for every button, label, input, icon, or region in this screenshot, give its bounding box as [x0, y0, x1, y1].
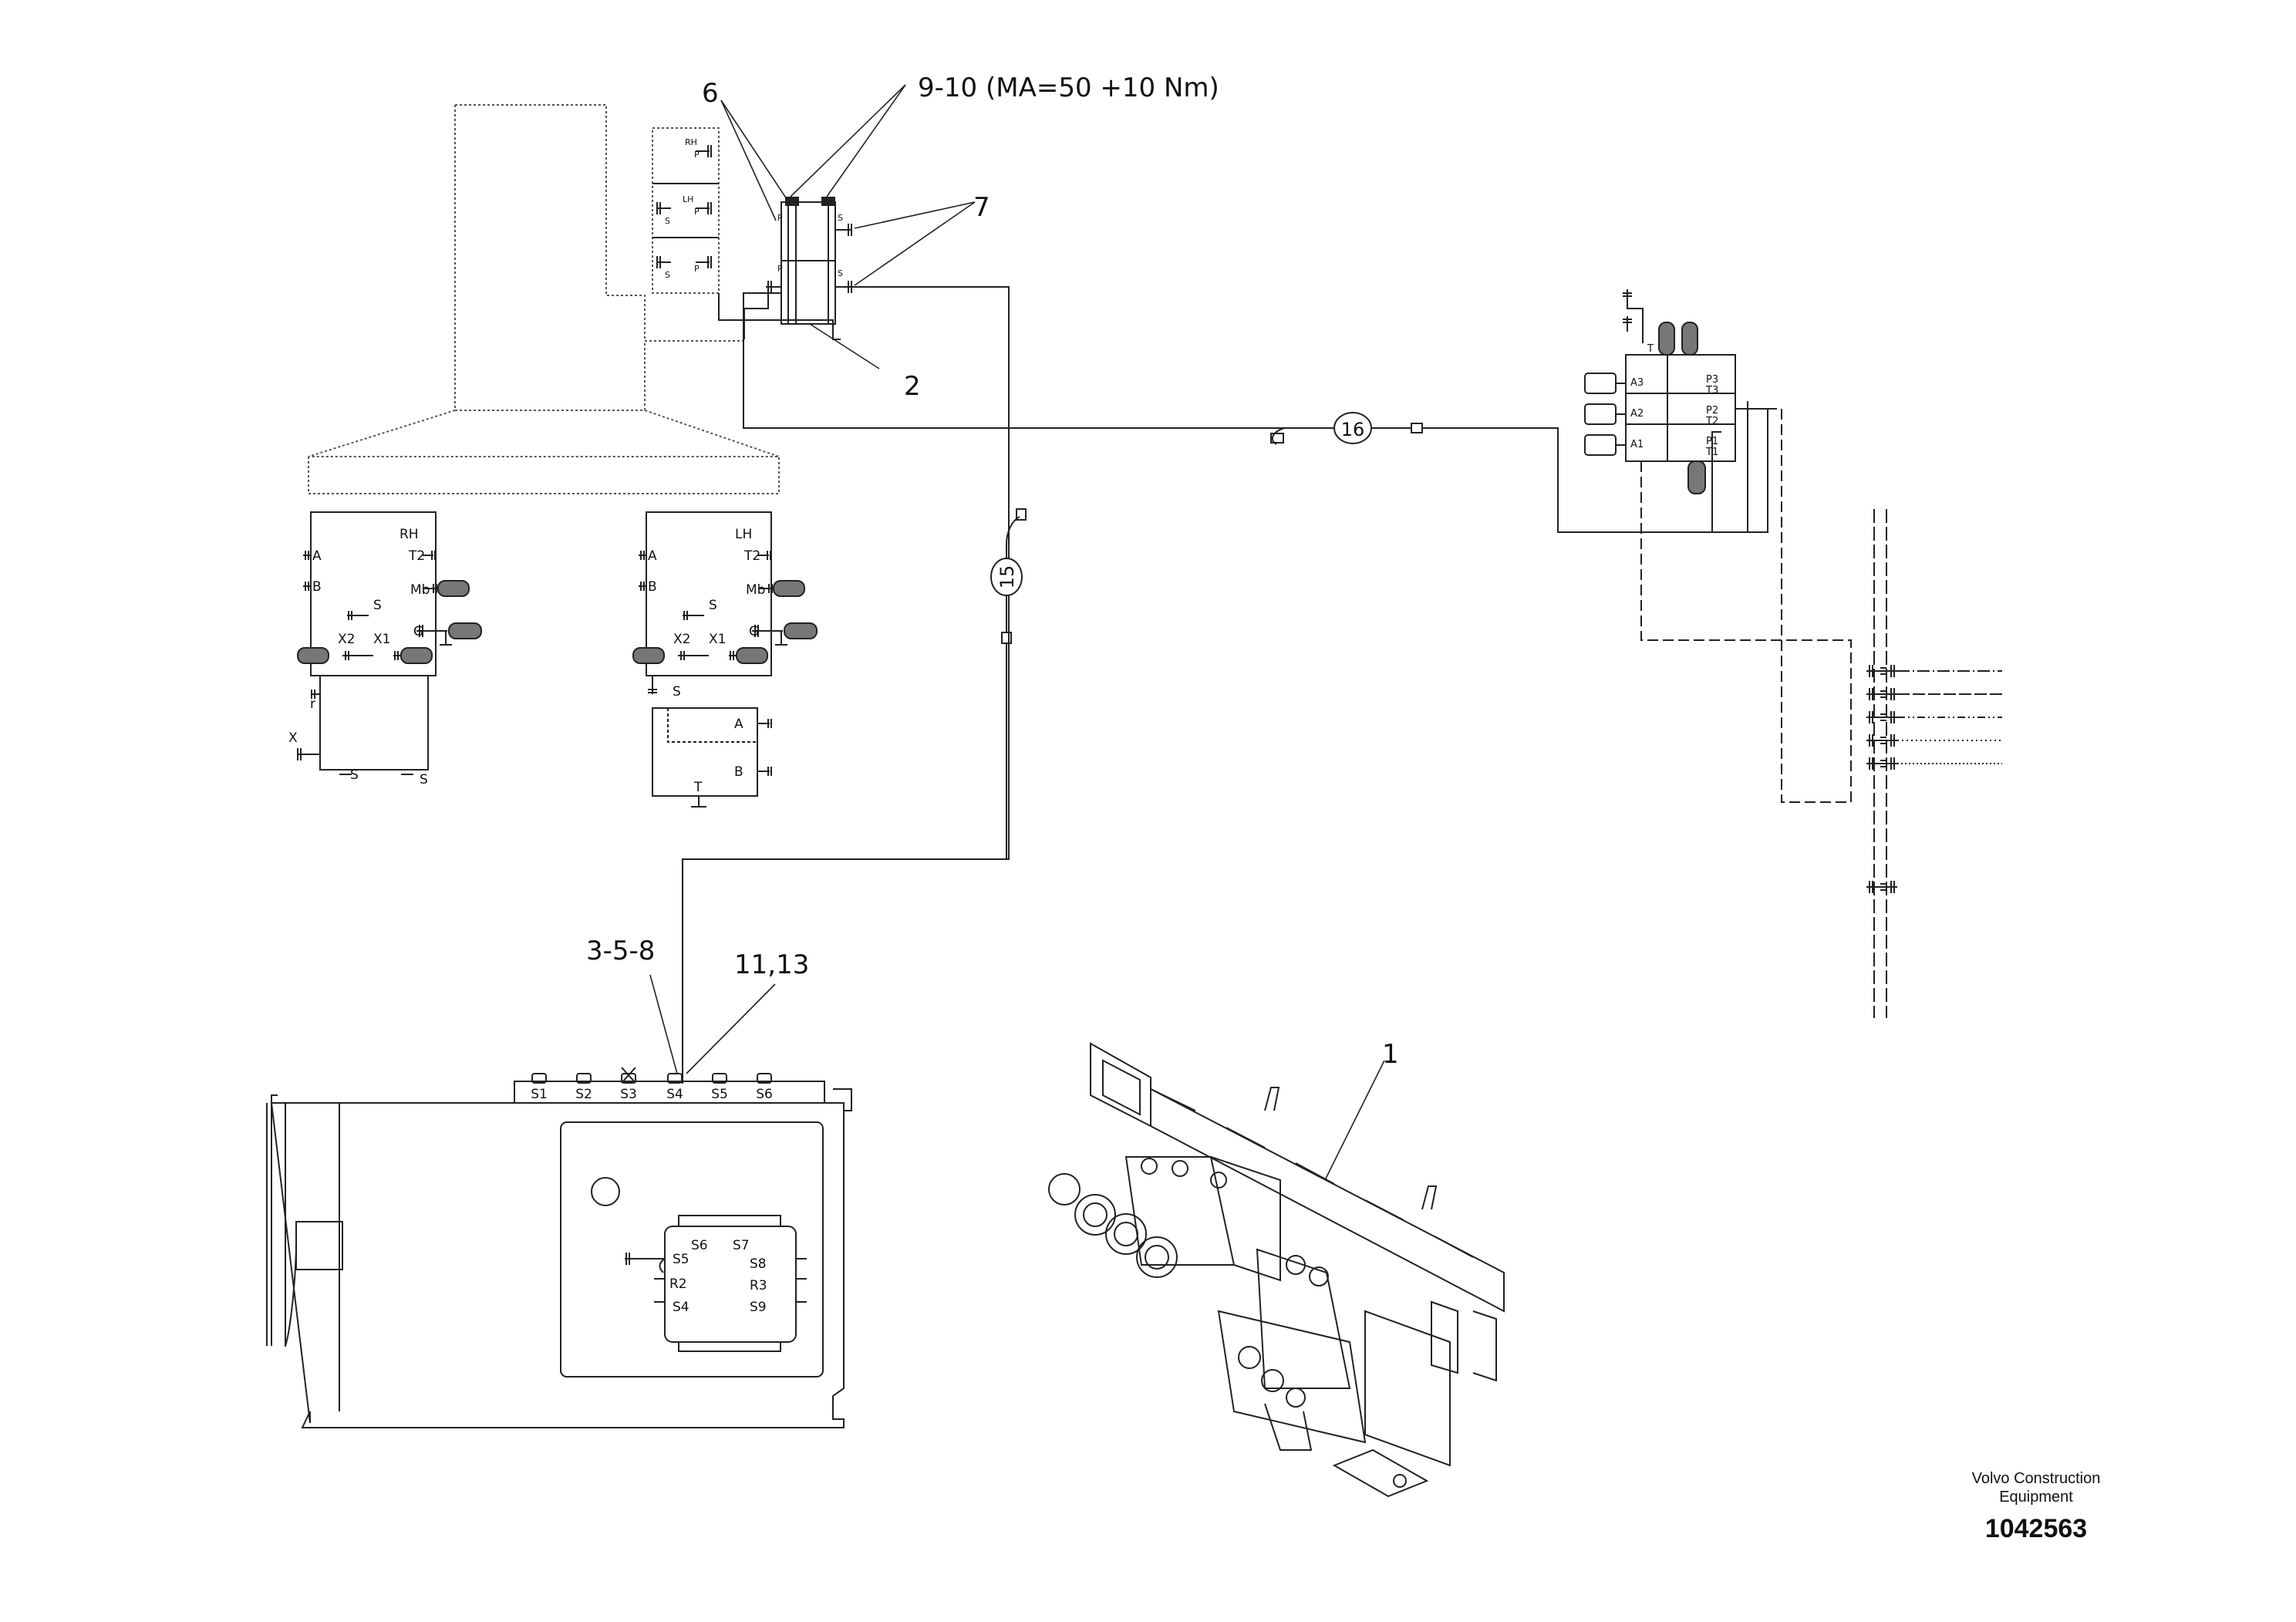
label-panel-s5: S5	[673, 1252, 689, 1267]
label-lh: LH	[735, 527, 752, 542]
label-s4: S	[838, 268, 843, 278]
label-lh-b2: B	[734, 764, 743, 780]
brand-name-line1: Volvo Construction	[1971, 1470, 2101, 1487]
label-rv-a2: A2	[1630, 408, 1644, 420]
label-lh-t2: T2	[743, 548, 760, 564]
label-s3: S	[838, 213, 843, 223]
label-rv-t2: T2	[1705, 416, 1718, 427]
label-tank-s5: S5	[711, 1087, 728, 1102]
label-lh-x2: X2	[673, 632, 690, 647]
label-rh-g: G	[413, 624, 423, 639]
rh-motor-labels: RH A B T2 Mb S G X2 X1 r X S S	[288, 527, 430, 787]
label-rv-t3: T3	[1705, 385, 1718, 396]
label-rh-a: A	[312, 548, 322, 564]
callout-2: 2	[904, 371, 921, 402]
tank-fittings	[531, 1067, 772, 1084]
label-p5: P	[777, 264, 783, 274]
hose-15	[1001, 508, 1027, 859]
label-p1: P	[694, 150, 700, 160]
label-lh-mb: Mb	[746, 582, 765, 598]
label-rv-t1: T1	[1705, 447, 1718, 458]
right-valve-labels: T A3 P3 T3 A2 P2 T2 A1 P1 T1	[1630, 343, 1718, 458]
label-lh-s: S	[709, 598, 717, 613]
label-lh-a: A	[648, 548, 657, 564]
rh-motor-unit	[297, 511, 482, 775]
label-rv-p2: P2	[1706, 405, 1718, 416]
label-rv-p1: P1	[1706, 436, 1718, 447]
document-number: 1042563	[1984, 1514, 2088, 1543]
right-side-fittings	[1866, 665, 2002, 893]
hose-16	[1270, 401, 1748, 533]
label-lh-x1: X1	[709, 632, 726, 647]
callout-16: 16	[1341, 419, 1365, 440]
hose-15-callout: 15	[990, 558, 1023, 596]
label-rv-a1: A1	[1630, 439, 1644, 450]
label-rv-a3: A3	[1630, 377, 1644, 389]
label-rh-r: r	[310, 696, 315, 712]
valve-stack-top	[652, 127, 841, 340]
label-tank-s3: S3	[620, 1087, 637, 1102]
label-rh-s: S	[373, 598, 382, 613]
label-panel-s8: S8	[750, 1256, 767, 1272]
tank-panel-labels: S5 S6 S7 S8 R2 R3 S4 S9	[669, 1238, 767, 1315]
label-rh-top: RH	[685, 137, 697, 147]
callouts: 6 9-10 (MA=50 +10 Nm) 7 2 3-5-8 11,13 1	[586, 73, 1399, 1070]
hydraulic-tank	[266, 1081, 852, 1428]
label-panel-s4: S4	[673, 1300, 689, 1315]
label-lh-t: T	[693, 780, 703, 795]
label-rh-x2: X2	[338, 632, 355, 647]
label-rh-mb: Mb	[410, 582, 430, 598]
hose-16-callout: 16	[1333, 412, 1372, 444]
label-lh-top: LH	[683, 194, 693, 204]
callout-6: 6	[702, 78, 719, 109]
label-p3: P	[694, 264, 700, 274]
label-lh-g: G	[749, 624, 759, 639]
brand-name-line2: Equipment	[1999, 1489, 2073, 1506]
label-rh-x: X	[288, 730, 298, 746]
valve-stack-labels: RH P LH P S P S P P S S	[665, 137, 843, 280]
label-rv-p3: P3	[1706, 374, 1718, 386]
label-panel-r3: R3	[750, 1278, 767, 1293]
lh-motor-labels: LH A B T2 Mb S G X2 X1 S A B T	[648, 527, 765, 795]
label-p4: P	[777, 213, 783, 223]
tank-port-labels: S1 S2 S3 S4 S5 S6	[531, 1087, 773, 1102]
label-rh-s-bottom: S	[350, 767, 359, 783]
label-s1: S	[665, 216, 670, 226]
connection-block	[682, 197, 1284, 1084]
right-valve-block	[1584, 289, 1887, 1018]
label-tank-s1: S1	[531, 1087, 548, 1102]
callout-1: 1	[1382, 1039, 1399, 1070]
label-panel-r2: R2	[669, 1276, 687, 1292]
label-panel-s9: S9	[750, 1300, 767, 1315]
label-panel-s6: S6	[691, 1238, 708, 1253]
label-rv-t: T	[1647, 343, 1654, 355]
label-tank-s6: S6	[756, 1087, 773, 1102]
label-rh-x1: X1	[373, 632, 390, 647]
brand-block: Volvo Construction Equipment 1042563	[1920, 1469, 2152, 1544]
label-rh-s-bottom2: S	[420, 772, 428, 787]
label-rh: RH	[400, 527, 419, 542]
label-p2: P	[694, 207, 700, 217]
label-lh-s2: S	[673, 684, 681, 700]
label-lh-a2: A	[734, 717, 743, 732]
valve-assembly-illustration	[1048, 1042, 1505, 1498]
label-panel-s7: S7	[733, 1238, 750, 1253]
callout-leaders	[649, 84, 1385, 1181]
lh-motor-unit	[632, 511, 818, 808]
label-tank-s2: S2	[575, 1087, 592, 1102]
label-rh-b: B	[312, 579, 322, 595]
callout-11-13: 11,13	[734, 949, 809, 980]
callout-3-5-8: 3-5-8	[586, 936, 655, 966]
callout-9-10: 9-10 (MA=50 +10 Nm)	[918, 73, 1219, 103]
label-tank-s4: S4	[666, 1087, 683, 1102]
callout-7: 7	[973, 192, 990, 223]
callout-15: 15	[996, 565, 1018, 589]
label-lh-b: B	[648, 579, 657, 595]
label-rh-t2: T2	[408, 548, 425, 564]
machine-frame-outline	[308, 104, 780, 494]
label-s2: S	[665, 270, 670, 280]
